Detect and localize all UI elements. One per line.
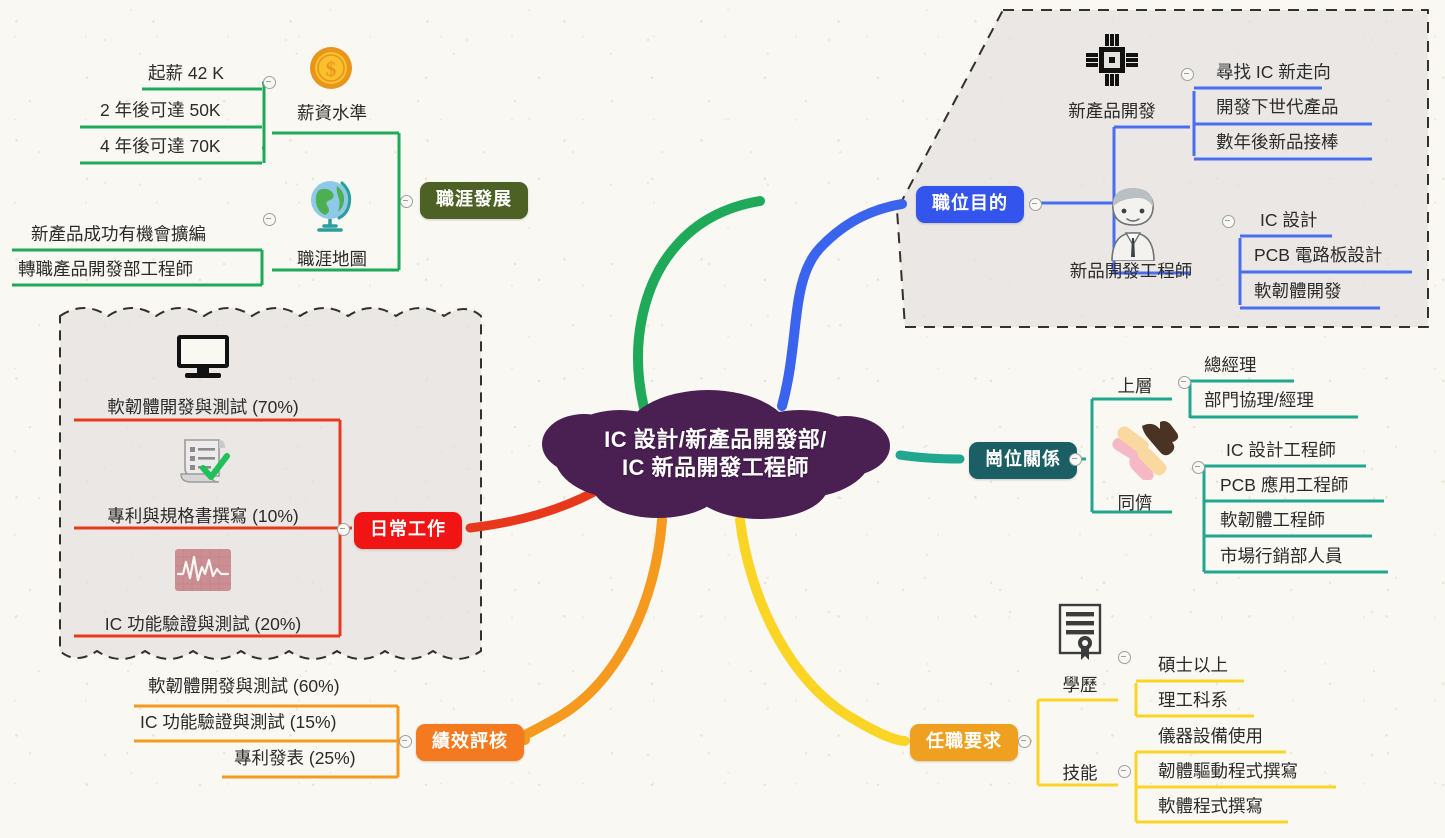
collapse-toggle-education[interactable] (1118, 651, 1131, 664)
leaf-skills-0[interactable]: 儀器設備使用 (1158, 726, 1263, 746)
leaf-peer-0[interactable]: IC 設計工程師 (1226, 440, 1336, 460)
leaf-peer-3[interactable]: 市場行銷部人員 (1220, 546, 1343, 566)
subtopic-daily-2-caption[interactable]: IC 功能驗證與測試 (20%) (104, 614, 302, 634)
subtopic-daily-1-caption[interactable]: 專利與規格書撰寫 (10%) (107, 506, 299, 526)
branch-daily-label[interactable]: 日常工作 (354, 512, 462, 549)
collapse-toggle-careermap[interactable] (263, 213, 276, 226)
leaf-peer-2[interactable]: 軟韌體工程師 (1220, 510, 1325, 530)
leaf-engineer-2[interactable]: 軟韌體開發 (1254, 281, 1342, 301)
branch-career-label[interactable]: 職涯發展 (420, 182, 528, 219)
leaf-careermap-0[interactable]: 新產品成功有機會擴編 (31, 224, 206, 244)
leaf-peer-1[interactable]: PCB 應用工程師 (1220, 475, 1349, 495)
subtopic-upper-caption[interactable]: 上層 (1117, 376, 1153, 396)
waveform-icon (175, 549, 231, 591)
leaf-salary-0[interactable]: 起薪 42 K (148, 63, 224, 83)
collapse-toggle-purpose[interactable] (1029, 198, 1042, 211)
microchip-icon (1086, 34, 1138, 86)
leaf-salary-2[interactable]: 4 年後可達 70K (100, 136, 221, 156)
subtopic-education-caption[interactable]: 學歷 (1062, 675, 1098, 695)
svg-text:$: $ (326, 57, 337, 81)
subtopic-daily-0-caption[interactable]: 軟韌體開發與測試 (70%) (107, 397, 299, 417)
collapse-toggle-salary[interactable] (263, 76, 276, 89)
branch-relations-label[interactable]: 崗位關係 (969, 442, 1077, 479)
leaf-newproduct-1[interactable]: 開發下世代產品 (1216, 97, 1339, 117)
central-topic[interactable]: IC 設計/新產品開發部/ IC 新品開發工程師 (528, 388, 903, 520)
collapse-toggle-engineer[interactable] (1222, 215, 1235, 228)
collapse-toggle-performance[interactable] (399, 735, 412, 748)
subtopic-peer-caption[interactable]: 同儕 (1117, 493, 1153, 513)
leaf-education-0[interactable]: 碩士以上 (1158, 655, 1228, 675)
leaf-education-1[interactable]: 理工科系 (1158, 690, 1228, 710)
gold-coin-icon: $ (310, 47, 352, 89)
collapse-toggle-upper[interactable] (1178, 376, 1191, 389)
collapse-toggle-peer[interactable] (1192, 461, 1205, 474)
collapse-toggle-career[interactable] (400, 195, 413, 208)
subtopic-salary-caption[interactable]: 薪資水準 (297, 103, 367, 123)
collapse-toggle-newproduct[interactable] (1181, 68, 1194, 81)
branch-purpose-label[interactable]: 職位目的 (916, 186, 1024, 223)
collapse-toggle-skills[interactable] (1118, 765, 1131, 778)
leaf-engineer-0[interactable]: IC 設計 (1260, 210, 1318, 230)
leaf-careermap-1[interactable]: 轉職產品開發部工程師 (18, 259, 193, 279)
leaf-newproduct-0[interactable]: 尋找 IC 新走向 (1216, 62, 1331, 82)
globe-icon (311, 181, 352, 232)
leaf-performance-1[interactable]: IC 功能驗證與測試 (15%) (140, 712, 337, 732)
collapse-toggle-relations[interactable] (1069, 453, 1082, 466)
subtopic-engineer-caption[interactable]: 新品開發工程師 (1069, 261, 1193, 281)
collapse-toggle-requirements[interactable] (1018, 735, 1031, 748)
branch-requirements-label[interactable]: 任職要求 (910, 724, 1018, 761)
engineer-avatar-icon (1111, 188, 1155, 261)
central-topic-line2: IC 新品開發工程師 (621, 455, 810, 480)
leaf-upper-0[interactable]: 總經理 (1204, 355, 1257, 375)
leaf-skills-2[interactable]: 軟體程式撰寫 (1158, 796, 1263, 816)
leaf-performance-0[interactable]: 軟韌體開發與測試 (60%) (148, 676, 340, 696)
diploma-icon (1058, 603, 1102, 660)
subtopic-newproduct-caption[interactable]: 新產品開發 (1068, 101, 1156, 121)
branch-performance-label[interactable]: 績效評核 (416, 724, 524, 761)
leaf-salary-1[interactable]: 2 年後可達 50K (100, 100, 221, 120)
leaf-upper-1[interactable]: 部門協理/經理 (1204, 390, 1314, 410)
spec-document-icon (180, 439, 230, 483)
leaf-skills-1[interactable]: 韌體驅動程式撰寫 (1158, 761, 1298, 781)
central-topic-line1: IC 設計/新產品開發部/ (604, 426, 827, 452)
leaf-newproduct-2[interactable]: 數年後新品接棒 (1216, 132, 1339, 152)
subtopic-skills-caption[interactable]: 技能 (1062, 763, 1098, 783)
collapse-toggle-daily[interactable] (337, 523, 350, 536)
handshake-icon (1112, 421, 1179, 480)
leaf-performance-2[interactable]: 專利發表 (25%) (234, 748, 356, 768)
monitor-icon (177, 335, 229, 378)
subtopic-careermap-caption[interactable]: 職涯地圖 (297, 249, 367, 269)
leaf-engineer-1[interactable]: PCB 電路板設計 (1254, 245, 1383, 265)
